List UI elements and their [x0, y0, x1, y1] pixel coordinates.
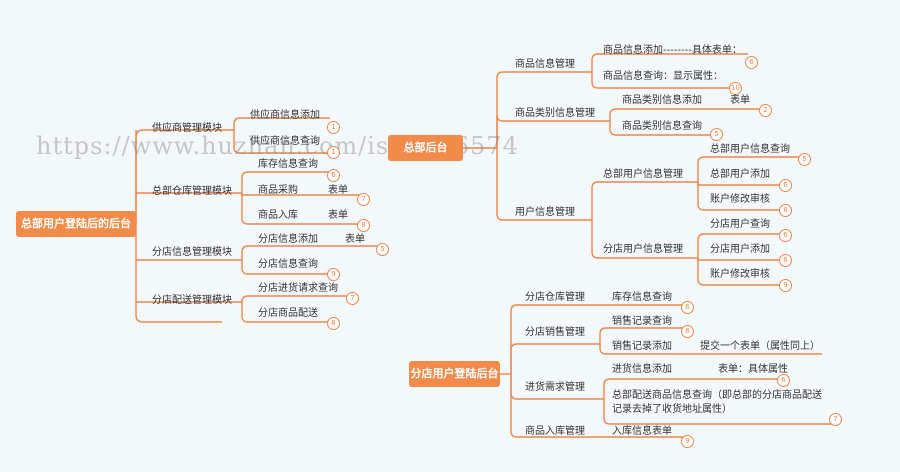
- branch-account-audit-badge: 9: [779, 279, 792, 292]
- category-info-add-note: 表单: [730, 95, 750, 106]
- sales-record-add-note: 提交一个表单（属性同上）: [700, 341, 820, 352]
- root-hq-backend[interactable]: 总部后台: [388, 135, 463, 161]
- branch-user-info-mgmt[interactable]: 分店用户信息管理: [603, 244, 683, 255]
- branch-account-audit[interactable]: 账户修改审核: [710, 269, 770, 280]
- branch-warehouse-mgmt[interactable]: 分店仓库管理: [525, 292, 585, 303]
- delivery-request-query[interactable]: 分店进货请求查询: [258, 283, 338, 294]
- category-info-add[interactable]: 商品类别信息添加: [622, 95, 702, 106]
- delivery-ship[interactable]: 分店商品配送: [258, 308, 318, 319]
- hq-user-add[interactable]: 总部用户添加: [710, 169, 770, 180]
- goods-info-query-badge: 10: [729, 82, 742, 95]
- purchase-info-add[interactable]: 进货信息添加: [612, 364, 672, 375]
- category-info-query[interactable]: 商品类别信息查询: [622, 121, 702, 132]
- delivery-ship-badge: 8: [327, 317, 340, 330]
- hq-delivery-info-query-line1: 总部配送商品信息查询（即总部的分店商品配送: [612, 390, 822, 401]
- purchase-demand-mgmt[interactable]: 进货需求管理: [525, 382, 585, 393]
- branch-user-query[interactable]: 分店用户查询: [710, 219, 770, 230]
- root-hq-user-backend[interactable]: 总部用户登陆后的后台: [16, 211, 136, 237]
- branch-user-add[interactable]: 分店用户添加: [710, 244, 770, 255]
- root-branch-backend[interactable]: 分店用户登陆后台: [409, 361, 500, 387]
- hq-delivery-info-query-line2: 记录去掉了收货地址属性）: [612, 404, 732, 415]
- supplier-query-badge: 1: [327, 146, 340, 159]
- sales-record-query-badge: 8: [681, 325, 694, 338]
- goods-inbound-mgmt[interactable]: 商品入库管理: [525, 426, 585, 437]
- hq-stock-query[interactable]: 库存信息查询: [258, 159, 318, 170]
- hq-inbound-badge: 8: [357, 219, 370, 232]
- hq-user-add-badge: 6: [779, 179, 792, 192]
- hq-user-query-badge: 5: [798, 153, 811, 166]
- branch-info-query[interactable]: 分店信息查询: [258, 259, 318, 270]
- goods-info-query[interactable]: 商品信息查询：显示属性：: [603, 71, 723, 82]
- goods-info-add[interactable]: 商品信息添加--------具体表单：: [603, 45, 742, 56]
- hq-purchase[interactable]: 商品采购: [258, 185, 298, 196]
- category-info-mgmt[interactable]: 商品类别信息管理: [515, 108, 595, 119]
- branch-stock-query[interactable]: 库存信息查询: [612, 292, 672, 303]
- purchase-info-add-note: 表单：具体属性: [718, 364, 788, 375]
- hq-warehouse-module[interactable]: 总部仓库管理模块: [152, 186, 232, 197]
- sales-record-add[interactable]: 销售记录添加: [612, 341, 672, 352]
- delivery-module[interactable]: 分店配送管理模块: [152, 295, 232, 306]
- supplier-add[interactable]: 供应商信息添加: [250, 110, 320, 121]
- hq-user-query[interactable]: 总部用户信息查询: [710, 144, 790, 155]
- hq-purchase-badge: 7: [357, 193, 370, 206]
- goods-info-add-badge: 6: [745, 56, 758, 69]
- branch-info-query-badge: 9: [327, 268, 340, 281]
- category-info-query-badge: 5: [710, 128, 723, 141]
- hq-delivery-info-query-badge: 7: [829, 413, 842, 426]
- purchase-info-add-badge: 6: [777, 374, 790, 387]
- inbound-info-form[interactable]: 入库信息表单: [612, 426, 672, 437]
- supplier-module[interactable]: 供应商管理模块: [152, 123, 222, 134]
- hq-purchase-note: 表单: [328, 185, 348, 196]
- hq-inbound[interactable]: 商品入库: [258, 210, 298, 221]
- branch-sales-mgmt[interactable]: 分店销售管理: [525, 327, 585, 338]
- branch-user-query-badge: 6: [779, 229, 792, 242]
- branch-info-add-note: 表单: [345, 234, 365, 245]
- hq-stock-badge: 6: [327, 169, 340, 182]
- supplier-query[interactable]: 供应商信息查询: [250, 136, 320, 147]
- branch-stock-badge: 6: [681, 301, 694, 314]
- branch-info-add[interactable]: 分店信息添加: [258, 234, 318, 245]
- hq-account-audit[interactable]: 账户修改审核: [710, 194, 770, 205]
- inbound-info-form-badge: 9: [681, 435, 694, 448]
- supplier-add-badge: 1: [327, 121, 340, 134]
- goods-info-mgmt[interactable]: 商品信息管理: [515, 59, 575, 70]
- branch-info-module[interactable]: 分店信息管理模块: [152, 247, 232, 258]
- user-info-mgmt[interactable]: 用户信息管理: [515, 207, 575, 218]
- hq-user-info-mgmt[interactable]: 总部用户信息管理: [603, 169, 683, 180]
- hq-account-audit-badge: 8: [779, 204, 792, 217]
- sales-record-query[interactable]: 销售记录查询: [612, 316, 672, 327]
- hq-delivery-info-query[interactable]: 总部配送商品信息查询（即总部的分店商品配送 记录去掉了收货地址属性）: [612, 389, 822, 417]
- hq-inbound-note: 表单: [328, 210, 348, 221]
- delivery-request-badge: 7: [346, 292, 359, 305]
- category-info-add-badge: 2: [759, 104, 772, 117]
- branch-info-add-badge: 5: [376, 243, 389, 256]
- branch-user-add-badge: 6: [779, 254, 792, 267]
